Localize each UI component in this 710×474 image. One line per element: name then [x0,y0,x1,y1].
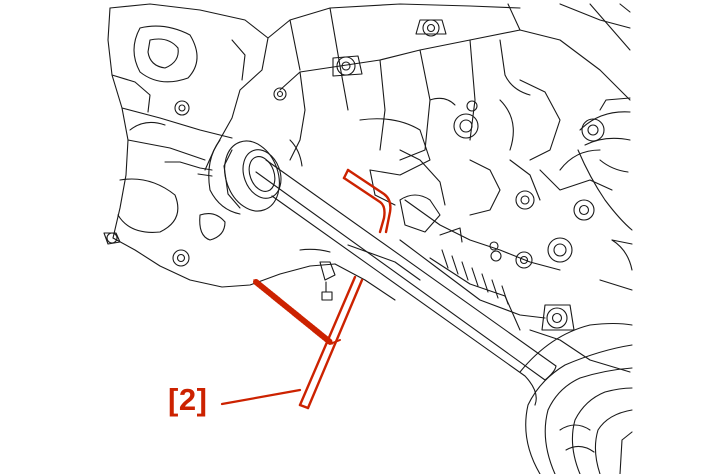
special-tool-highlight [220,168,392,410]
callout-label-2: [2] [168,382,208,417]
engine-block-linework [103,3,633,474]
